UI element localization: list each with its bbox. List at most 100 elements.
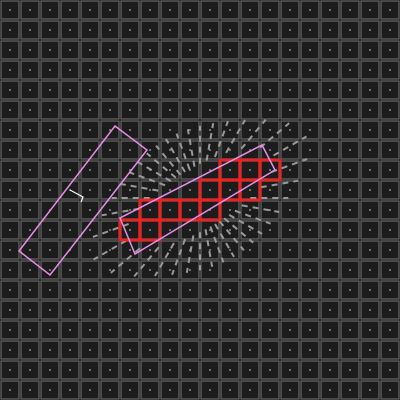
cell-center-dot xyxy=(229,189,231,191)
cell-center-dot xyxy=(169,89,171,91)
cell-center-dot xyxy=(289,129,291,131)
cell-center-dot xyxy=(69,169,71,171)
cell-center-dot xyxy=(109,329,111,331)
cell-center-dot xyxy=(189,329,191,331)
cell-center-dot xyxy=(129,329,131,331)
cell-center-dot xyxy=(309,129,311,131)
cell-center-dot xyxy=(49,249,51,251)
cell-center-dot xyxy=(209,189,211,191)
cell-center-dot xyxy=(289,109,291,111)
cell-center-dot xyxy=(209,389,211,391)
cell-center-dot xyxy=(109,349,111,351)
cell-center-dot xyxy=(29,189,31,191)
cell-center-dot xyxy=(9,129,11,131)
cell-center-dot xyxy=(149,9,151,11)
cell-center-dot xyxy=(349,29,351,31)
cell-center-dot xyxy=(9,289,11,291)
cell-center-dot xyxy=(389,69,391,71)
cell-center-dot xyxy=(9,269,11,271)
cell-center-dot xyxy=(129,249,131,251)
cell-center-dot xyxy=(29,369,31,371)
cell-center-dot xyxy=(309,309,311,311)
cell-center-dot xyxy=(49,89,51,91)
cell-center-dot xyxy=(29,329,31,331)
cell-center-dot xyxy=(9,149,11,151)
cell-center-dot xyxy=(269,149,271,151)
cell-center-dot xyxy=(329,149,331,151)
cell-center-dot xyxy=(109,189,111,191)
cell-center-dot xyxy=(369,349,371,351)
cell-center-dot xyxy=(329,249,331,251)
right-rectangle-tool[interactable] xyxy=(119,143,276,256)
cell-center-dot xyxy=(269,169,271,171)
cell-center-dot xyxy=(89,189,91,191)
cell-center-dot xyxy=(189,209,191,211)
cell-center-dot xyxy=(89,49,91,51)
cell-center-dot xyxy=(29,229,31,231)
cell-center-dot xyxy=(169,169,171,171)
cell-center-dot xyxy=(229,129,231,131)
cell-center-dot xyxy=(169,269,171,271)
cell-center-dot xyxy=(229,9,231,11)
cell-center-dot xyxy=(349,309,351,311)
cell-center-dot xyxy=(169,209,171,211)
cell-center-dot xyxy=(189,229,191,231)
cell-center-dot xyxy=(89,329,91,331)
cell-center-dot xyxy=(29,309,31,311)
cell-center-dot xyxy=(89,169,91,171)
rectangle-outlines[interactable] xyxy=(17,124,276,277)
cell-center-dot xyxy=(169,389,171,391)
cell-center-dot xyxy=(149,29,151,31)
cell-center-dot xyxy=(149,249,151,251)
cell-center-dot xyxy=(129,109,131,111)
cell-center-dot xyxy=(109,369,111,371)
cell-center-dot xyxy=(9,109,11,111)
cell-center-dot xyxy=(369,169,371,171)
cell-center-dot xyxy=(149,109,151,111)
cell-center-dot xyxy=(269,349,271,351)
cell-center-dot xyxy=(289,149,291,151)
cell-center-dot xyxy=(389,169,391,171)
cell-center-dot xyxy=(189,129,191,131)
cell-center-dot xyxy=(189,89,191,91)
cell-center-dot xyxy=(349,389,351,391)
cell-center-dot xyxy=(109,229,111,231)
cell-center-dot xyxy=(309,149,311,151)
cell-center-dot xyxy=(109,89,111,91)
cell-center-dot xyxy=(149,229,151,231)
cell-center-dot xyxy=(69,29,71,31)
cell-center-dot xyxy=(229,249,231,251)
cell-center-dot xyxy=(89,109,91,111)
cell-center-dot xyxy=(289,389,291,391)
cell-center-dot xyxy=(149,189,151,191)
cell-center-dot xyxy=(89,9,91,11)
cell-center-dot xyxy=(389,9,391,11)
cell-center-dot xyxy=(229,269,231,271)
cell-center-dot xyxy=(9,89,11,91)
cell-center-dot xyxy=(329,109,331,111)
cell-center-dot xyxy=(129,129,131,131)
cell-center-dot xyxy=(149,49,151,51)
cell-center-dot xyxy=(129,349,131,351)
cell-center-dot xyxy=(229,169,231,171)
cell-center-dot xyxy=(69,129,71,131)
cell-center-dot xyxy=(29,269,31,271)
cell-center-dot xyxy=(329,269,331,271)
cell-center-dot xyxy=(329,349,331,351)
cell-center-dot xyxy=(269,209,271,211)
cell-center-dot xyxy=(309,109,311,111)
cell-center-dot xyxy=(269,369,271,371)
cell-center-dot xyxy=(329,129,331,131)
cell-center-dot xyxy=(109,49,111,51)
cell-center-dot xyxy=(9,229,11,231)
cell-center-dot xyxy=(89,69,91,71)
cell-center-dot xyxy=(369,129,371,131)
cell-center-dot xyxy=(109,149,111,151)
cell-center-dot xyxy=(69,9,71,11)
cell-center-dot xyxy=(189,369,191,371)
cell-center-dot xyxy=(329,9,331,11)
cell-center-dot xyxy=(369,329,371,331)
left-rectangle-tool[interactable] xyxy=(17,124,149,277)
